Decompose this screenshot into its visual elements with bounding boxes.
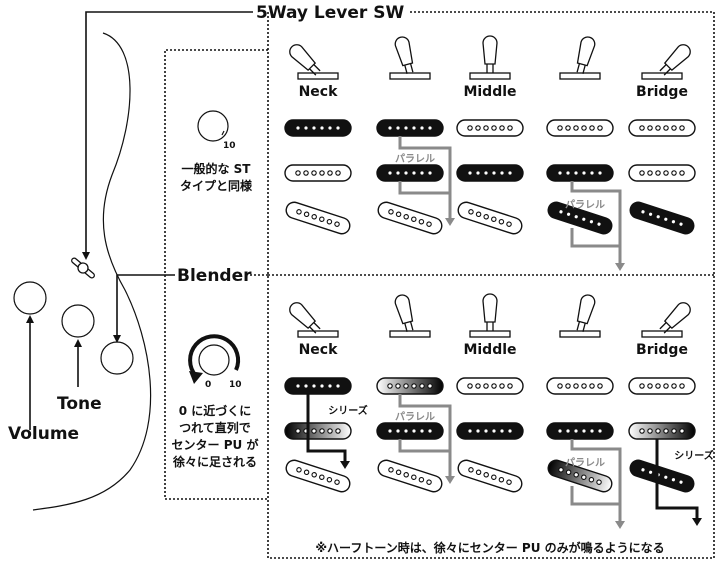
wire-path	[306, 394, 347, 461]
series-label: シリーズ	[674, 449, 714, 462]
bottom-knob-max-label: 10	[229, 380, 242, 390]
pickup-icon	[284, 119, 352, 137]
lever-switch-icon	[469, 293, 511, 338]
bottom-description-line-2: つれて直列で	[179, 420, 251, 435]
pickup-icon	[628, 422, 696, 440]
wire-path	[570, 181, 622, 263]
wire-arrow-icon	[340, 461, 350, 469]
position-label-bridge: Bridge	[636, 342, 688, 358]
position-label-neck: Neck	[299, 84, 339, 100]
top-description-line-1: 一般的な ST	[181, 161, 251, 176]
pickup-icon	[629, 201, 695, 235]
blender-knob	[100, 341, 134, 375]
pickup-icon	[456, 422, 524, 440]
pickup-icon	[456, 164, 524, 182]
pickup-icon	[456, 119, 524, 137]
wire-arrow-icon	[445, 218, 455, 226]
position-label-middle: Middle	[463, 84, 516, 100]
wire-arrow-icon	[445, 476, 455, 484]
wire-path	[398, 394, 452, 476]
title-dotted-leader	[267, 11, 715, 559]
pickup-icon	[376, 119, 444, 137]
pickup-icon	[376, 377, 444, 395]
lever-switch-icon	[559, 36, 601, 80]
lever-switch-icon	[469, 35, 511, 80]
lever-switch-icon	[289, 302, 339, 338]
position-label-bridge: Bridge	[636, 84, 688, 100]
wire-path	[398, 136, 452, 218]
position-label-neck: Neck	[299, 342, 339, 358]
pickup-icon	[285, 201, 351, 235]
top-knob-label: 10	[223, 141, 236, 151]
tone-knob	[61, 304, 95, 338]
parallel-label: パラレル	[565, 457, 605, 469]
lever-switch-icon	[559, 294, 601, 338]
blender-label: Blender	[177, 266, 252, 286]
pickup-icon	[377, 201, 443, 235]
lever-switch-icon	[389, 294, 431, 338]
top-knob-icon	[197, 110, 229, 142]
pickup-icon	[457, 201, 523, 235]
pickup-icon	[546, 119, 614, 137]
bottom-description-line-3: センター PU が	[172, 437, 259, 452]
pickup-icon	[456, 377, 524, 395]
blender-leader-line	[116, 274, 175, 336]
pickup-icon	[285, 459, 351, 493]
wire-arrow-icon	[615, 521, 625, 529]
bottom-description-line-1: 0 に近づくに	[179, 403, 252, 418]
lever-switch-icon	[389, 36, 431, 80]
pickup-icon	[284, 377, 352, 395]
pickup-icon	[376, 422, 444, 440]
tone-label: Tone	[57, 394, 102, 414]
switch-leader-line	[85, 11, 253, 255]
position-label-middle: Middle	[463, 342, 516, 358]
parallel-label: パラレル	[395, 153, 435, 165]
lever-switch-icon	[289, 44, 339, 80]
pickup-icon	[628, 377, 696, 395]
pickup-icon	[546, 164, 614, 182]
top-description-line-2: タイプと同様	[180, 178, 253, 193]
volume-knob	[13, 281, 47, 315]
pickup-icon	[376, 164, 444, 182]
pickup-icon	[284, 422, 352, 440]
pickup-icon	[628, 164, 696, 182]
volume-label: Volume	[8, 424, 79, 444]
bottom-note-box	[164, 275, 268, 500]
parallel-label: パラレル	[565, 199, 605, 211]
pickup-icon	[457, 459, 523, 493]
pickup-icon	[546, 422, 614, 440]
top-note-box	[164, 49, 268, 275]
pickup-icon	[628, 119, 696, 137]
diagram-title: 5Way Lever SW	[256, 3, 404, 23]
pickup-icon	[629, 459, 695, 493]
bottom-knob-min-label: 0	[205, 380, 211, 390]
rotate-ccw-arrow-icon	[188, 334, 241, 378]
parallel-label: パラレル	[395, 411, 435, 423]
wire-path	[655, 439, 699, 518]
pickup-icon	[547, 201, 613, 235]
lever-switch-icon	[641, 44, 691, 80]
wire-arrow-icon	[692, 518, 702, 526]
bottom-knob-icon	[198, 344, 230, 376]
lever-switch-icon	[71, 257, 95, 279]
lever-switch-icon	[641, 302, 691, 338]
pickup-icon	[546, 377, 614, 395]
wire-path	[570, 439, 622, 521]
guitar-body-outline	[32, 32, 152, 511]
pickup-icon	[284, 164, 352, 182]
wire-arrow-icon	[615, 263, 625, 271]
series-label: シリーズ	[328, 404, 368, 417]
footnote: ※ハーフトーン時は、徐々にセンター PU のみが鳴るようになる	[315, 540, 664, 555]
pickup-icon	[547, 459, 613, 493]
pickup-icon	[377, 459, 443, 493]
bottom-description-line-4: 徐々に足される	[172, 454, 257, 469]
